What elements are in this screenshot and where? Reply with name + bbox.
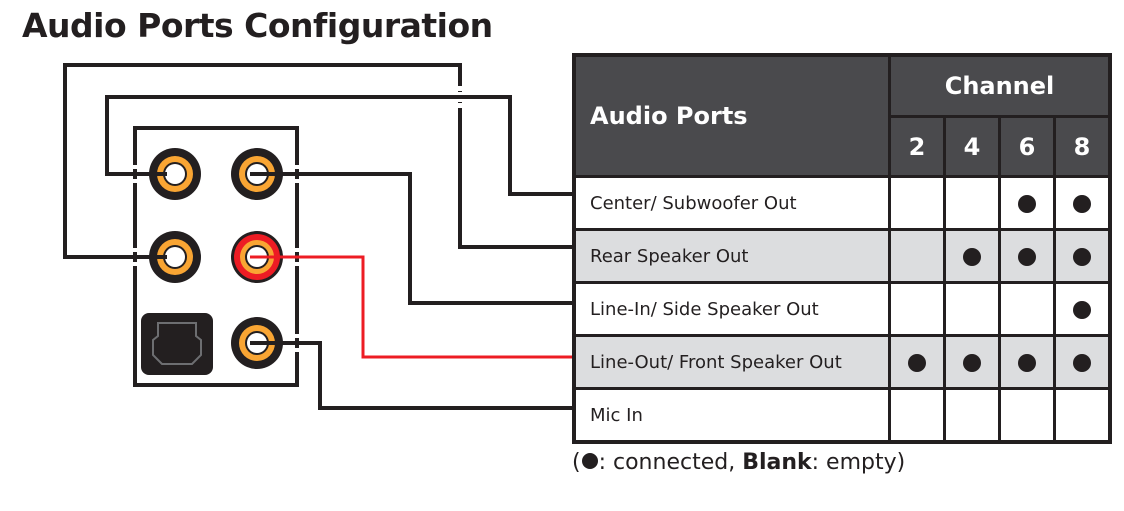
connected-dot-icon xyxy=(1073,300,1091,319)
connected-dot-icon xyxy=(1073,194,1091,213)
channel-cell-8 xyxy=(1053,281,1112,337)
legend-empty-text: : empty) xyxy=(811,450,906,475)
legend: ( : connected, Blank: empty) xyxy=(572,450,905,475)
connected-dot-icon xyxy=(1073,353,1091,372)
legend-open-paren: ( xyxy=(572,450,581,475)
wire-line-in-side xyxy=(257,172,574,305)
port-label: Line-Out/ Front Speaker Out xyxy=(572,334,891,390)
connected-dot-icon xyxy=(1073,247,1091,266)
channel-cell-4 xyxy=(943,175,1001,231)
channel-cell-2 xyxy=(888,281,946,337)
connected-dot-icon xyxy=(1018,353,1036,372)
connected-dot-icon xyxy=(963,247,981,266)
channel-cell-2 xyxy=(888,228,946,284)
channel-cell-6 xyxy=(998,334,1056,390)
channel-cell-8 xyxy=(1053,228,1112,284)
jack-rear-speaker xyxy=(149,231,201,283)
audio-ports-table: Audio Ports Channel 2 4 6 8 Center/ Subw… xyxy=(572,53,1112,444)
header-channel: Channel xyxy=(888,53,1112,118)
channel-cell-4 xyxy=(943,334,1001,390)
channel-cell-2 xyxy=(888,175,946,231)
table-row: Line-Out/ Front Speaker Out xyxy=(572,334,1112,390)
channel-cell-6 xyxy=(998,228,1056,284)
channel-cell-6 xyxy=(998,281,1056,337)
channel-cell-2 xyxy=(888,334,946,390)
channel-cell-4 xyxy=(943,281,1001,337)
legend-blank-label: Blank xyxy=(742,450,812,475)
channel-cell-6 xyxy=(998,175,1056,231)
channel-cell-6 xyxy=(998,387,1056,444)
table-row: Rear Speaker Out xyxy=(572,228,1112,284)
header-channel-8: 8 xyxy=(1053,115,1112,178)
page-title: Audio Ports Configuration xyxy=(22,6,493,45)
connected-dot-icon xyxy=(1018,247,1036,266)
channel-cell-4 xyxy=(943,387,1001,444)
header-audio-ports: Audio Ports xyxy=(572,53,891,178)
optical-port-icon xyxy=(141,313,213,375)
wire-mic-in xyxy=(257,341,574,410)
port-label: Center/ Subwoofer Out xyxy=(572,175,891,231)
channel-cell-8 xyxy=(1053,387,1112,444)
wire-line-out-front xyxy=(257,255,574,359)
jack-center-subwoofer xyxy=(149,148,201,200)
connected-dot-icon xyxy=(1018,194,1036,213)
legend-connected-text: : connected, xyxy=(598,450,743,475)
port-label: Line-In/ Side Speaker Out xyxy=(572,281,891,337)
legend-dot-icon xyxy=(581,453,598,469)
table-row: Mic In xyxy=(572,387,1112,444)
header-channel-4: 4 xyxy=(943,115,1001,178)
table-row: Center/ Subwoofer Out xyxy=(572,175,1112,231)
connected-dot-icon xyxy=(908,353,926,372)
channel-cell-8 xyxy=(1053,175,1112,231)
connected-dot-icon xyxy=(963,353,981,372)
table-row: Line-In/ Side Speaker Out xyxy=(572,281,1112,337)
header-channel-2: 2 xyxy=(888,115,946,178)
header-channel-6: 6 xyxy=(998,115,1056,178)
wire-rear-speaker xyxy=(63,63,574,259)
channel-cell-8 xyxy=(1053,334,1112,390)
channel-cell-2 xyxy=(888,387,946,444)
port-label: Mic In xyxy=(572,387,891,444)
channel-cell-4 xyxy=(943,228,1001,284)
port-label: Rear Speaker Out xyxy=(572,228,891,284)
